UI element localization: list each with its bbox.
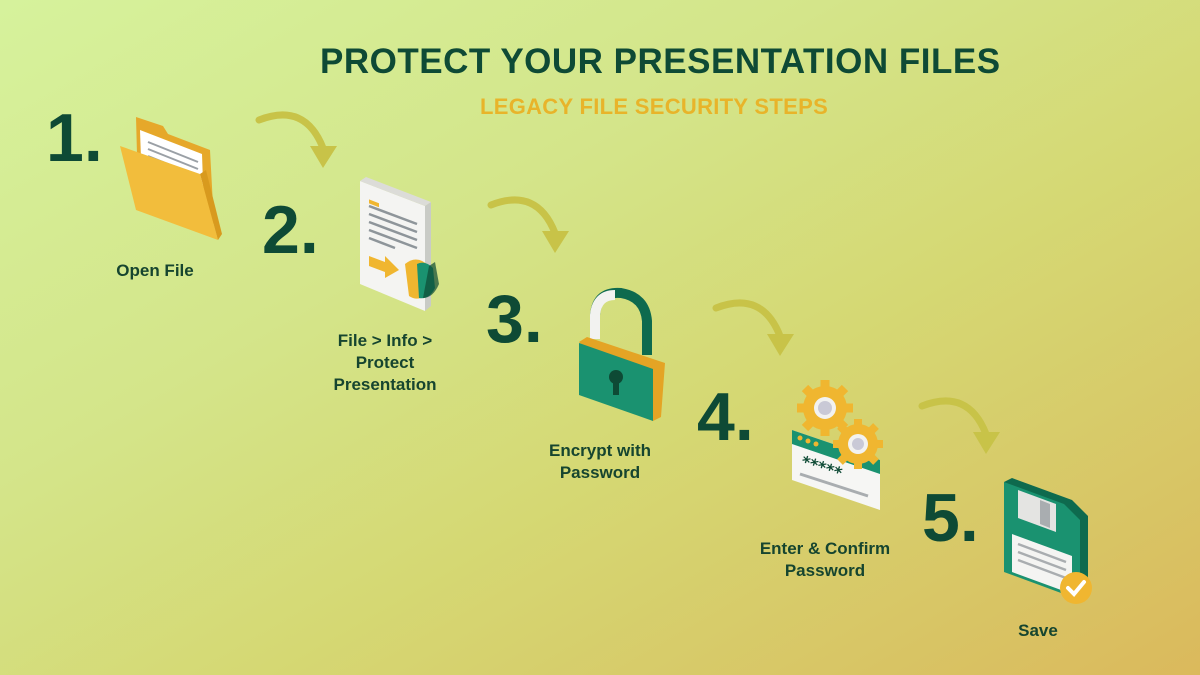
curved-arrow-icon [712,299,794,356]
floppy-disk-check-icon [1004,478,1092,604]
step-number: 5. [922,480,979,556]
step-number: 4. [697,379,754,455]
step-label: Enter & Confirm Password [759,539,891,580]
page-subtitle: LEGACY FILE SECURITY STEPS [480,94,829,119]
padlock-icon [579,287,665,421]
step-label: Encrypt with Password [548,441,651,482]
page-title: PROTECT YOUR PRESENTATION FILES [320,42,1001,81]
step-number: 3. [486,281,543,357]
step-number: 2. [262,192,319,268]
step-label: Save [1018,621,1058,640]
document-shield-icon [360,177,439,311]
curved-arrow-icon [918,397,1000,454]
step-number: 1. [46,100,103,176]
curved-arrow-icon [487,196,569,253]
step-label: Open File [116,261,194,280]
step-label: File > Info > Protect Presentation [333,331,437,394]
password-gears-icon: ***** [792,380,883,510]
curved-arrow-icon [255,111,337,168]
open-folder-icon [120,117,222,240]
